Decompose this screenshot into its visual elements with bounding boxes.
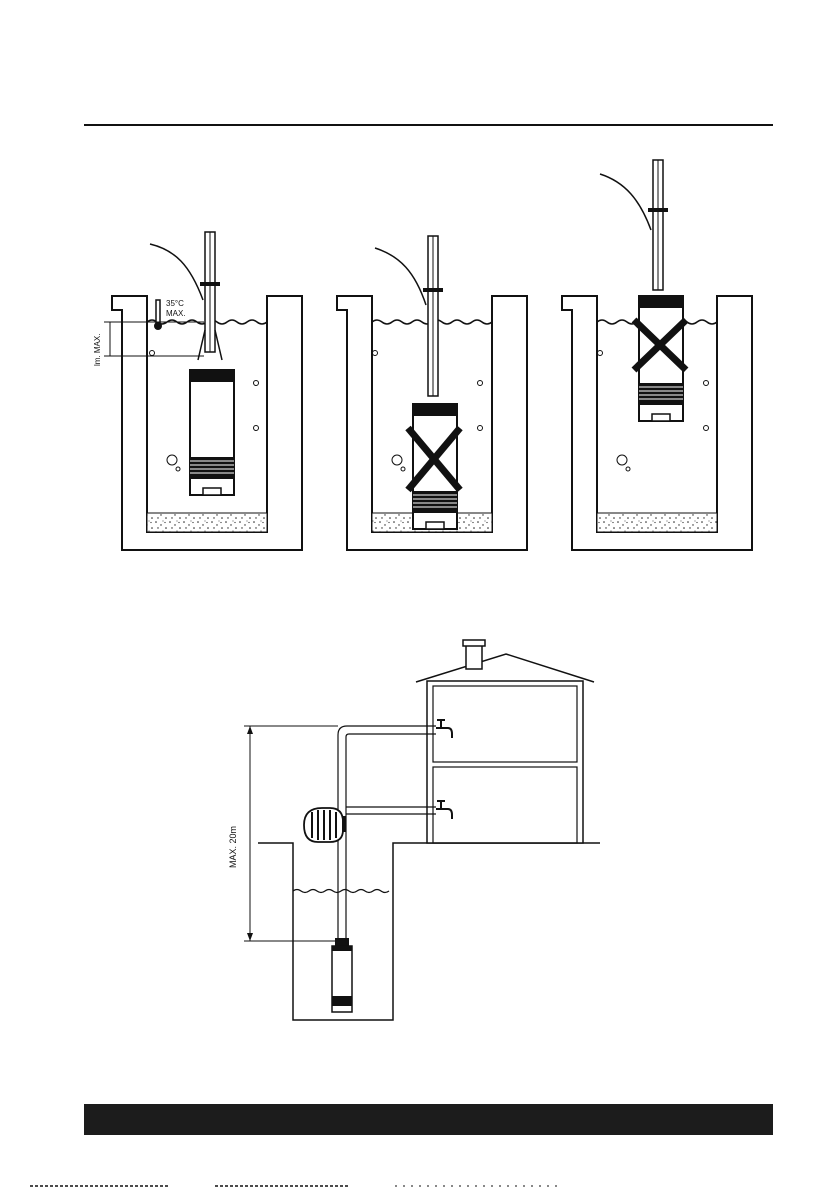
- footer-band: [84, 1104, 773, 1135]
- pump: [413, 404, 457, 529]
- pump: [190, 370, 234, 495]
- thermometer-icon: [154, 300, 162, 330]
- panel-wrong-sediment: [337, 236, 527, 550]
- pressure-control-unit: [304, 808, 346, 842]
- well-pump: [332, 938, 352, 1012]
- pipe-network: [338, 726, 436, 942]
- panel-wrong-too-high: [562, 160, 752, 550]
- temperature-max-label: MAX.: [166, 309, 186, 318]
- page-edge-marks: [0, 1180, 840, 1192]
- house: [416, 640, 594, 843]
- temperature-label: 35°C: [166, 299, 184, 308]
- panel-correct-installation: 35°C MAX. lm. MAX.: [93, 232, 302, 550]
- height-dimension-label: MAX. 20m: [228, 826, 238, 868]
- installation-panels-figure: 35°C MAX. lm. MAX.: [0, 0, 840, 600]
- house-installation-figure: MAX. 20m: [0, 600, 840, 1100]
- well-and-ground: [258, 843, 600, 1020]
- depth-dimension-label: lm. MAX.: [93, 334, 102, 366]
